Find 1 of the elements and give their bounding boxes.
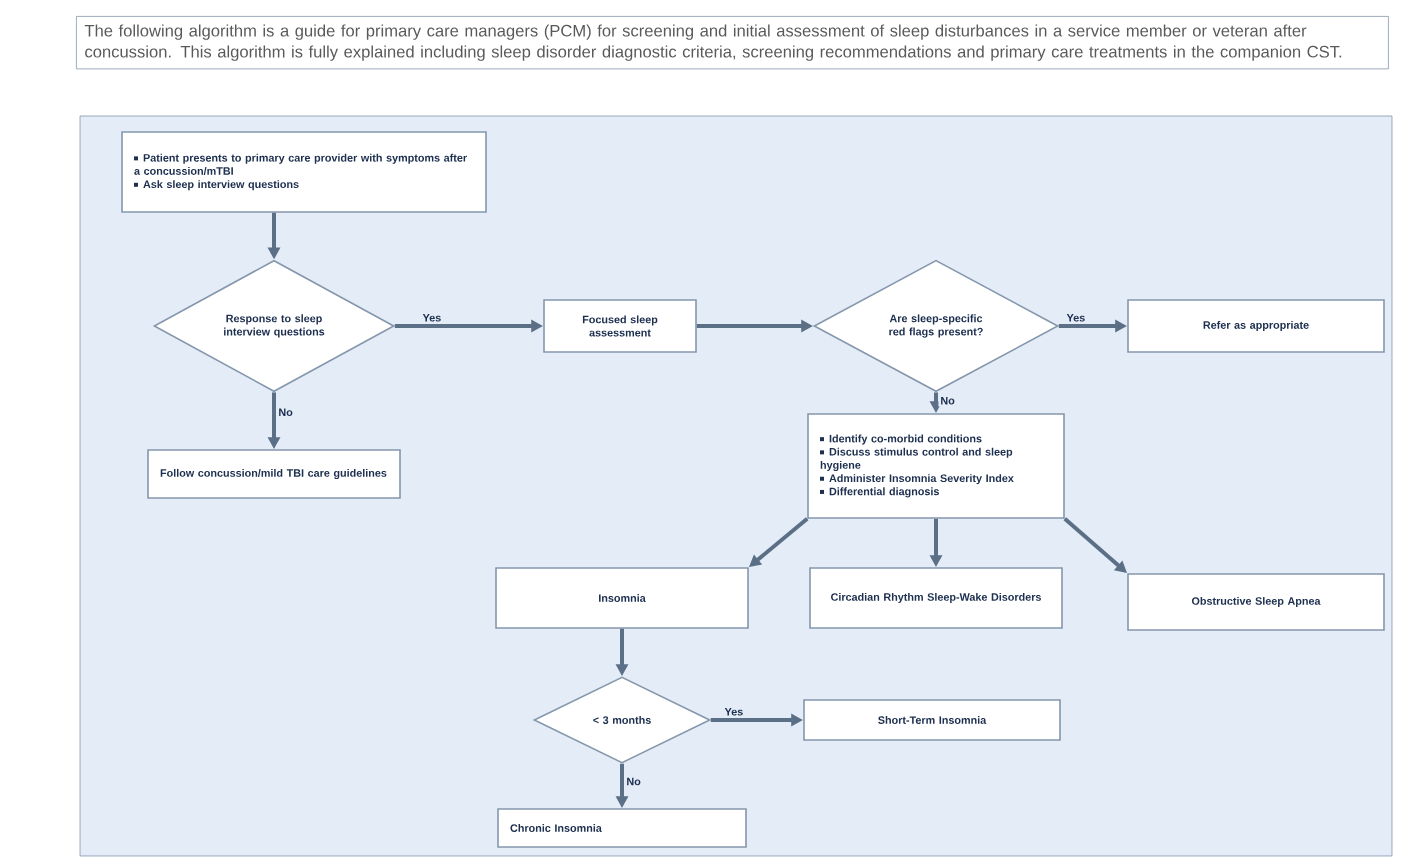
intro-text: The following algorithm is a guide for primary care managers (PCM) for screening and initial assessment of sleep disturbances in a service member or veteran after concussion. This algorithm is fully explained including sleep disorder diagnostic criteria, screening recommendations and primary care treatments in the companion CST.	[76, 16, 1389, 70]
